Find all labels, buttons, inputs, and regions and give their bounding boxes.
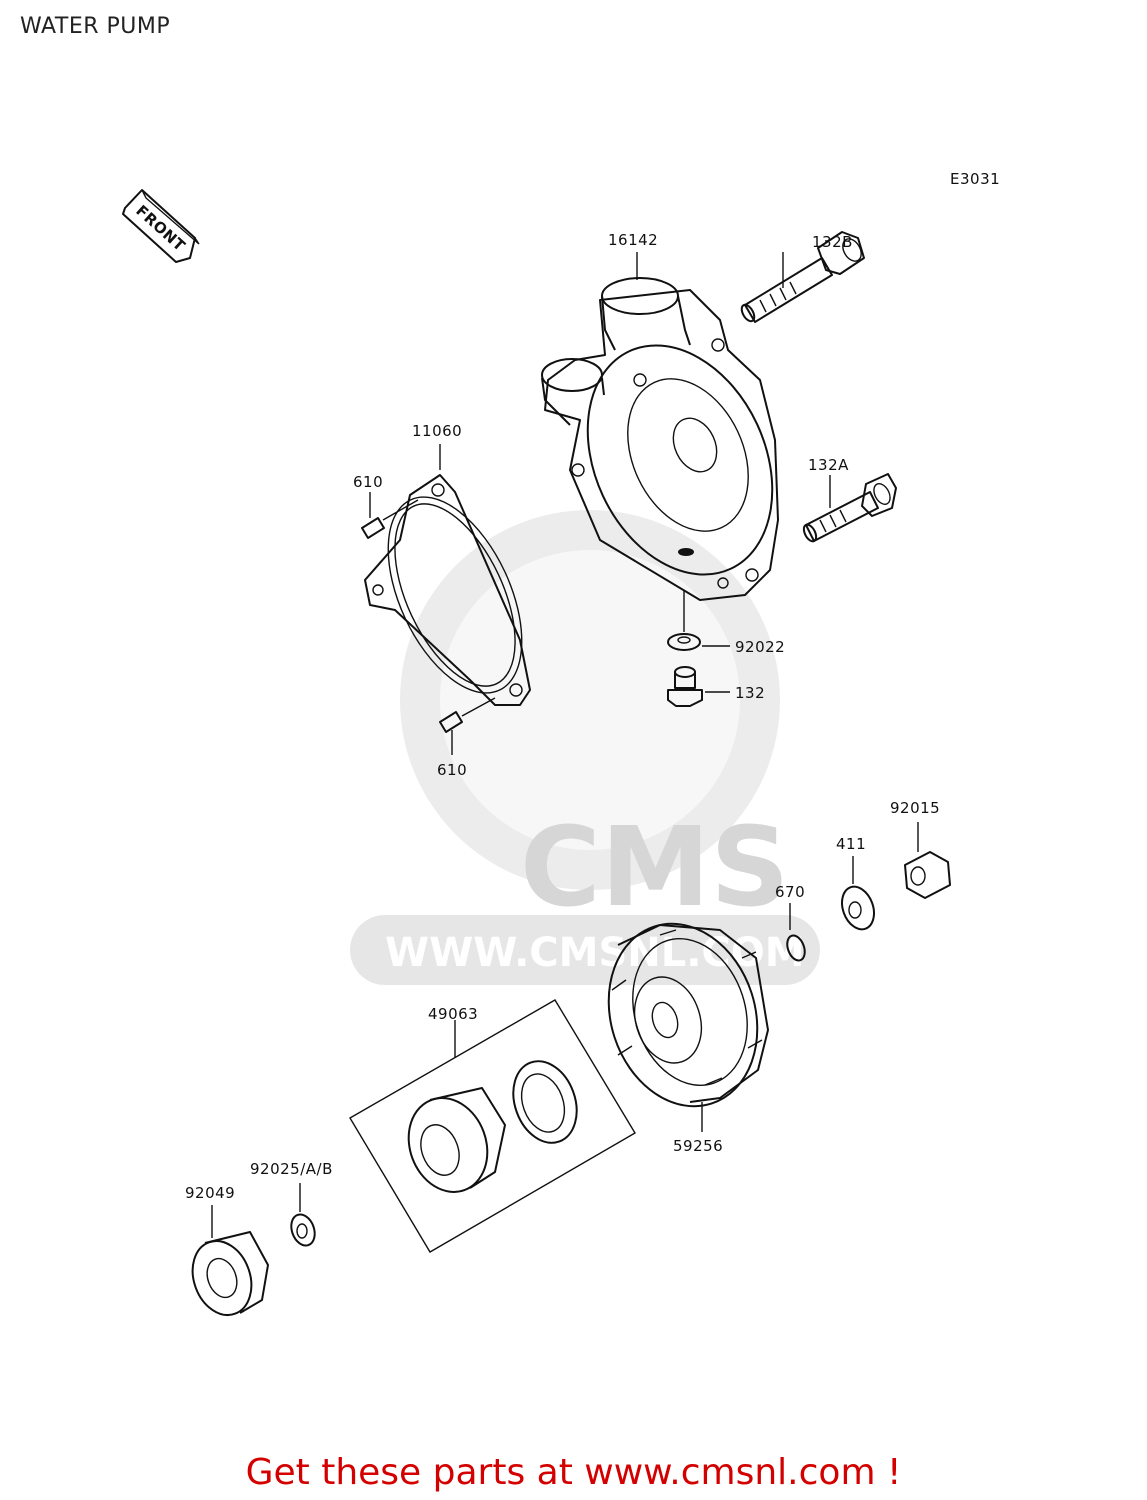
dowel-pin-610-top [361, 499, 419, 539]
bolt-132a [802, 473, 897, 543]
watermark-url: WWW.CMSNL.COM [385, 930, 805, 976]
label-132: 132 [735, 684, 765, 702]
label-670: 670 [775, 883, 805, 901]
label-59256: 59256 [673, 1137, 723, 1155]
washer-411 [841, 885, 875, 931]
dowel-pin-610-bottom [439, 697, 496, 733]
label-610-bottom: 610 [437, 761, 467, 779]
oil-seal-92049 [191, 1231, 269, 1316]
label-411: 411 [836, 835, 866, 853]
mechanical-seal-49063 [349, 999, 636, 1253]
label-49063: 49063 [428, 1005, 478, 1023]
washer-92025 [290, 1213, 316, 1247]
footer-link[interactable]: Get these parts at www.cmsnl.com ! [245, 1452, 902, 1493]
diagram-code: E3031 [950, 170, 1000, 188]
gasket-11060 [364, 474, 531, 706]
label-132a: 132A [808, 456, 849, 474]
label-92015: 92015 [890, 799, 940, 817]
o-ring-670 [786, 934, 806, 962]
label-132b: 132B [812, 233, 853, 251]
watermark-brand: CMS [520, 803, 789, 931]
cms-watermark: CMS WWW.CMSNL.COM [350, 510, 820, 985]
impeller-59256 [607, 922, 769, 1108]
bolt-132b [740, 231, 865, 323]
label-16142: 16142 [608, 231, 658, 249]
front-arrow-icon: FRONT [122, 189, 200, 263]
nut-92015 [904, 851, 951, 899]
washer-92022 [667, 590, 701, 651]
label-92022: 92022 [735, 638, 785, 656]
label-92049: 92049 [185, 1184, 235, 1202]
drain-bolt-132 [667, 666, 703, 707]
label-11060: 11060 [412, 422, 462, 440]
pump-cover-16142 [541, 277, 779, 601]
label-92025: 92025/A/B [250, 1160, 333, 1178]
page-title: WATER PUMP [20, 14, 171, 39]
label-610-top: 610 [353, 473, 383, 491]
